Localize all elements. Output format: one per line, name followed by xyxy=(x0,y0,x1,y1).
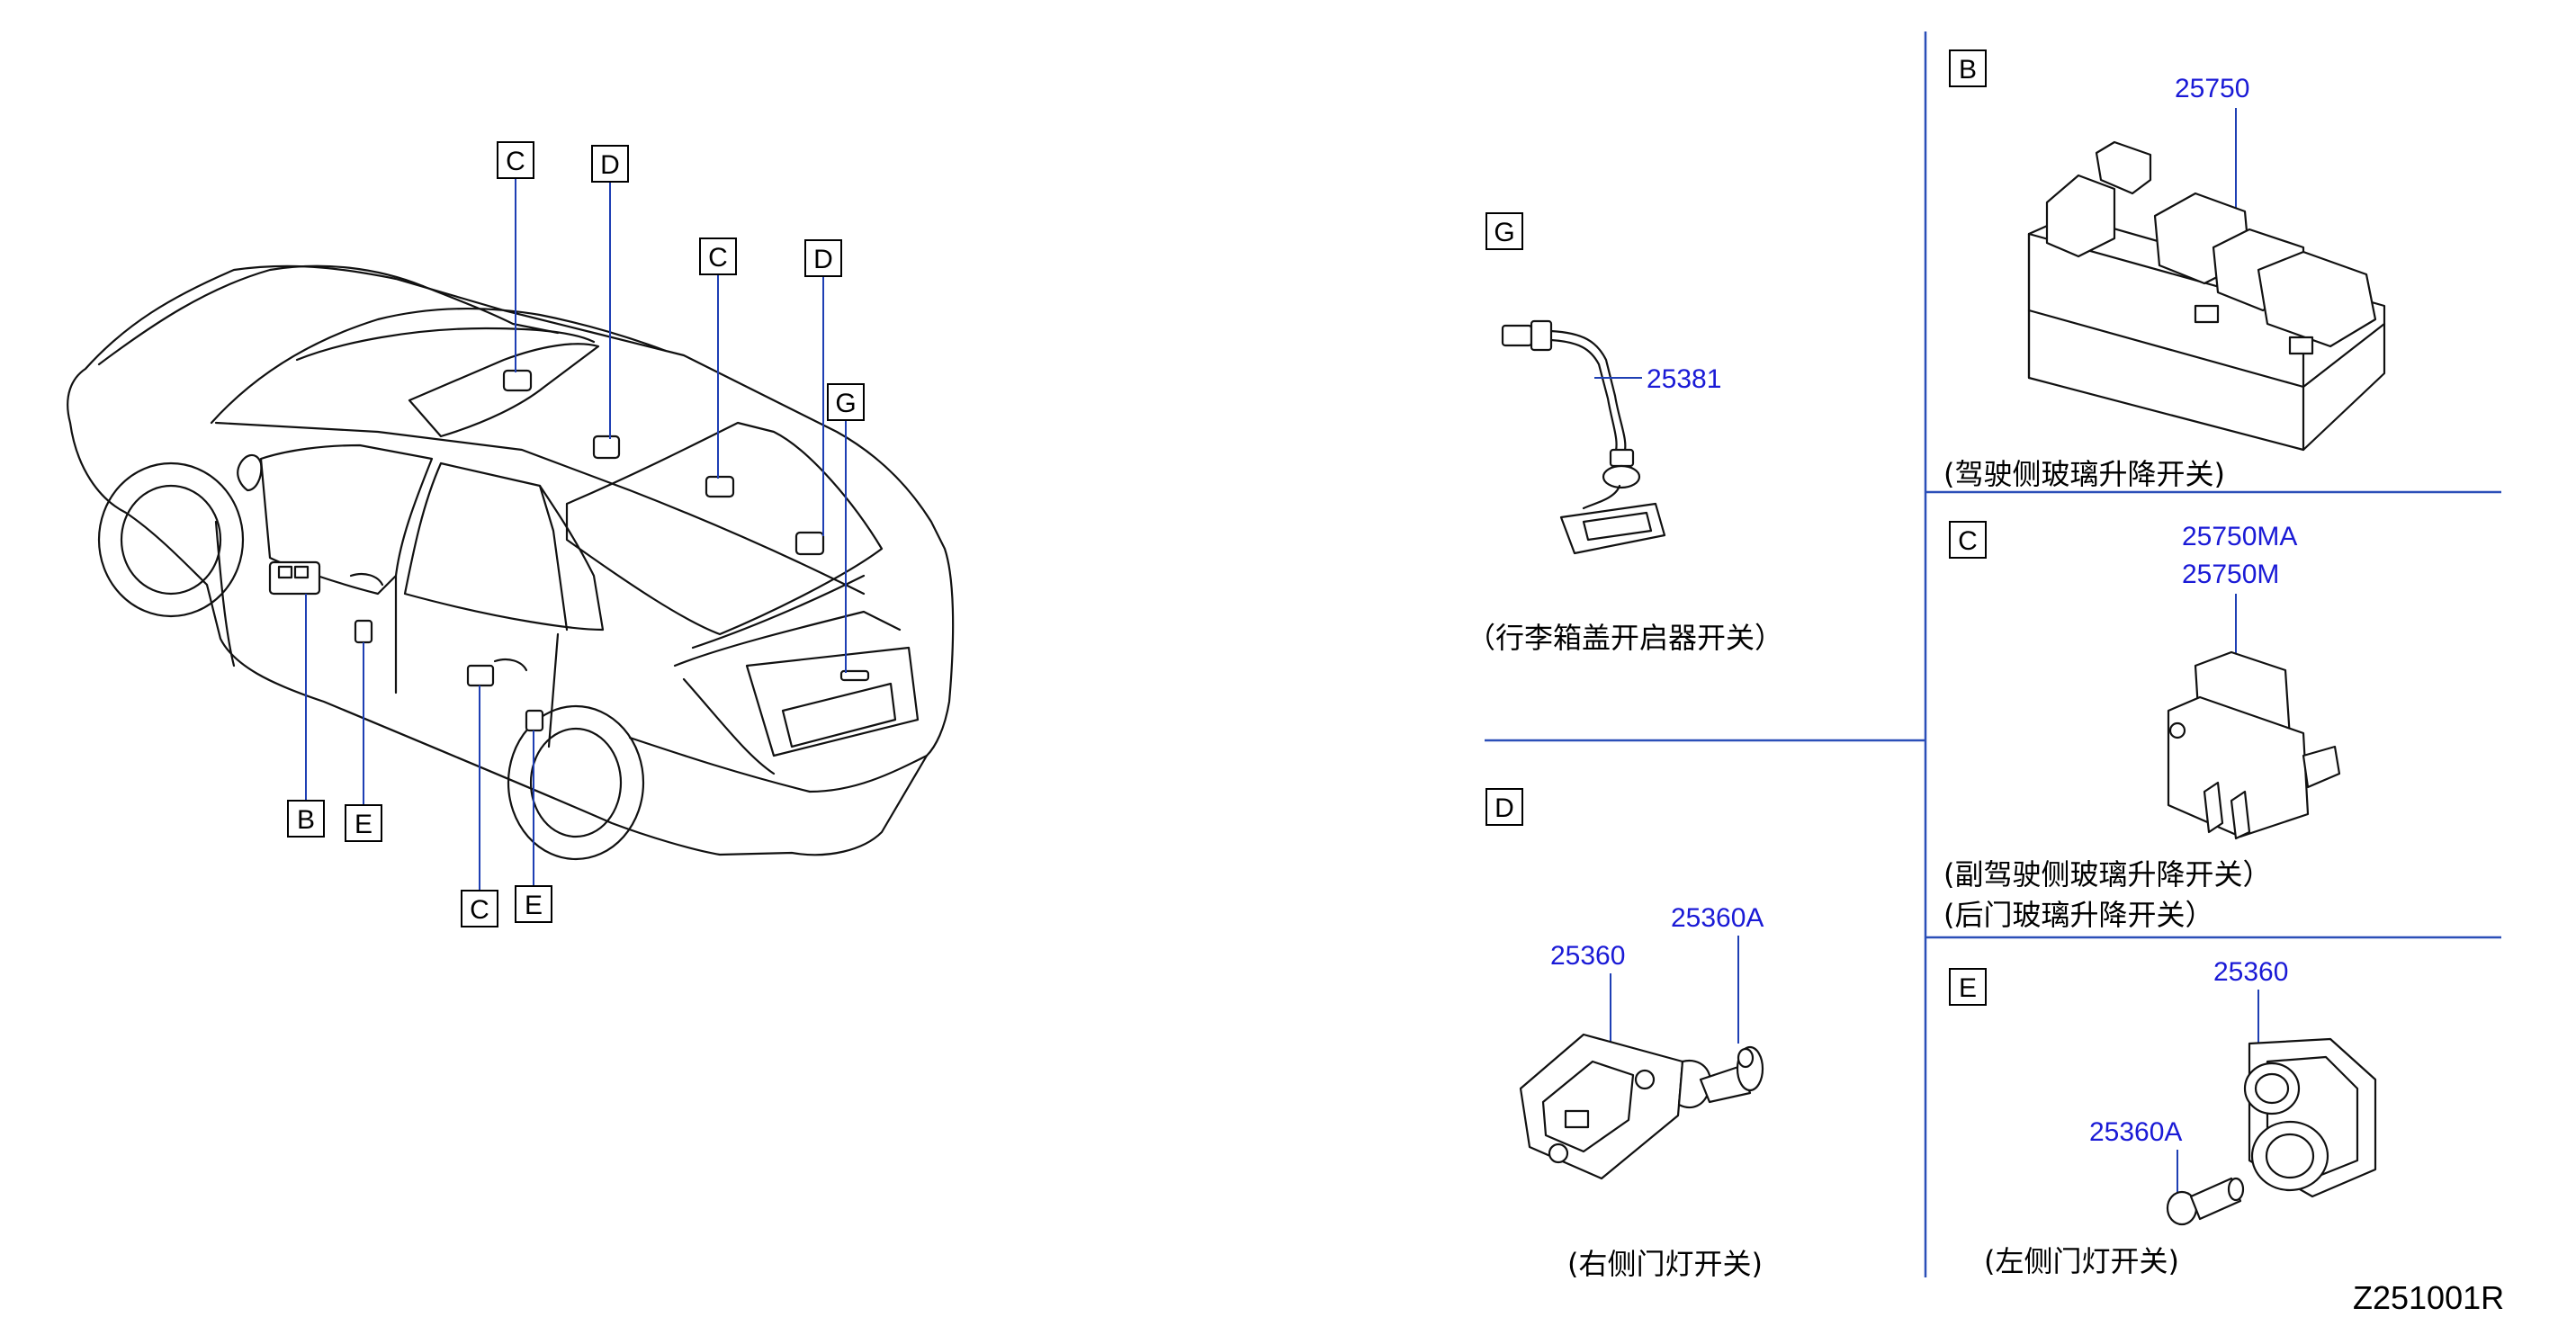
panel-e: E 25360 25360A (左侧门灯开关) xyxy=(1949,957,2377,1278)
panel-letter: E xyxy=(1959,973,1977,1003)
callout-letter: D xyxy=(600,150,620,180)
trunk-opener-switch xyxy=(1501,319,1666,555)
door-lamp-switch-left xyxy=(2243,1037,2377,1198)
callout-letter: E xyxy=(355,810,372,839)
panel-caption: (副驾驶侧玻璃升降开关） xyxy=(1943,857,2272,891)
callout-e-bottom-2: E xyxy=(515,885,552,923)
callout-letter: E xyxy=(525,891,543,920)
callout-letter: C xyxy=(506,147,525,176)
part-number: 25360 xyxy=(2213,957,2288,987)
panel-d: D 25360 25360A (右侧门灯开关) xyxy=(1485,788,1764,1281)
callout-c-bottom: C xyxy=(461,890,498,927)
panel-caption: (后门玻璃升降开关） xyxy=(1943,898,2214,932)
clip-fastener-d xyxy=(1699,1045,1764,1104)
callout-leaders xyxy=(305,178,847,891)
callout-letter: G xyxy=(835,389,856,418)
panel-letter: G xyxy=(1494,218,1514,247)
panel-caption: (左侧门灯开关) xyxy=(1984,1244,2179,1278)
clip-fastener-e xyxy=(2166,1177,2245,1226)
panel-caption: (驾驶侧玻璃升降开关) xyxy=(1943,457,2225,491)
callout-b-bottom: B xyxy=(287,800,325,838)
diagram-reference-code: Z251001R xyxy=(2353,1279,2504,1316)
callout-g-top: G xyxy=(827,383,865,421)
part-number: 25381 xyxy=(1647,364,1721,394)
panel-caption: （行李箱盖开启器开关） xyxy=(1467,621,1783,655)
panel-g: G 25381 （行李箱盖开启器开关） xyxy=(1467,212,1783,655)
panel-separators xyxy=(1485,31,2501,1277)
driver-window-switch xyxy=(2027,140,2386,452)
callout-c-top-2: C xyxy=(699,237,737,275)
callout-d-top-2: D xyxy=(804,239,842,277)
part-number: 25750MA xyxy=(2182,522,2297,551)
passenger-window-switch xyxy=(2167,650,2341,840)
panel-c: C 25750MA 25750M (副驾驶侧玻璃升降开关） (后门玻璃升降开关） xyxy=(1943,521,2341,932)
panel-caption: (右侧门灯开关) xyxy=(1567,1247,1763,1281)
callout-letter: B xyxy=(297,805,315,835)
callout-c-top-1: C xyxy=(497,141,534,179)
panel-b: B 25750 (驾驶侧玻璃升降开关) xyxy=(1943,49,2386,491)
part-number: 25750M xyxy=(2182,560,2279,589)
callout-letter: D xyxy=(813,245,833,274)
callout-letter: C xyxy=(708,243,728,273)
panel-letter: D xyxy=(1494,793,1514,823)
door-lamp-switch-right xyxy=(1519,1033,1712,1180)
part-number: 25750 xyxy=(2175,74,2249,103)
panel-letter: C xyxy=(1958,526,1978,556)
part-number: 25360 xyxy=(1550,941,1625,971)
panel-letter: B xyxy=(1959,55,1977,85)
part-number: 25360A xyxy=(1671,903,1764,933)
callout-d-top-1: D xyxy=(591,145,629,183)
callout-e-bottom-1: E xyxy=(345,804,382,842)
callout-letter: C xyxy=(470,895,489,925)
part-number: 25360A xyxy=(2089,1117,2182,1147)
car-illustration xyxy=(67,264,955,861)
